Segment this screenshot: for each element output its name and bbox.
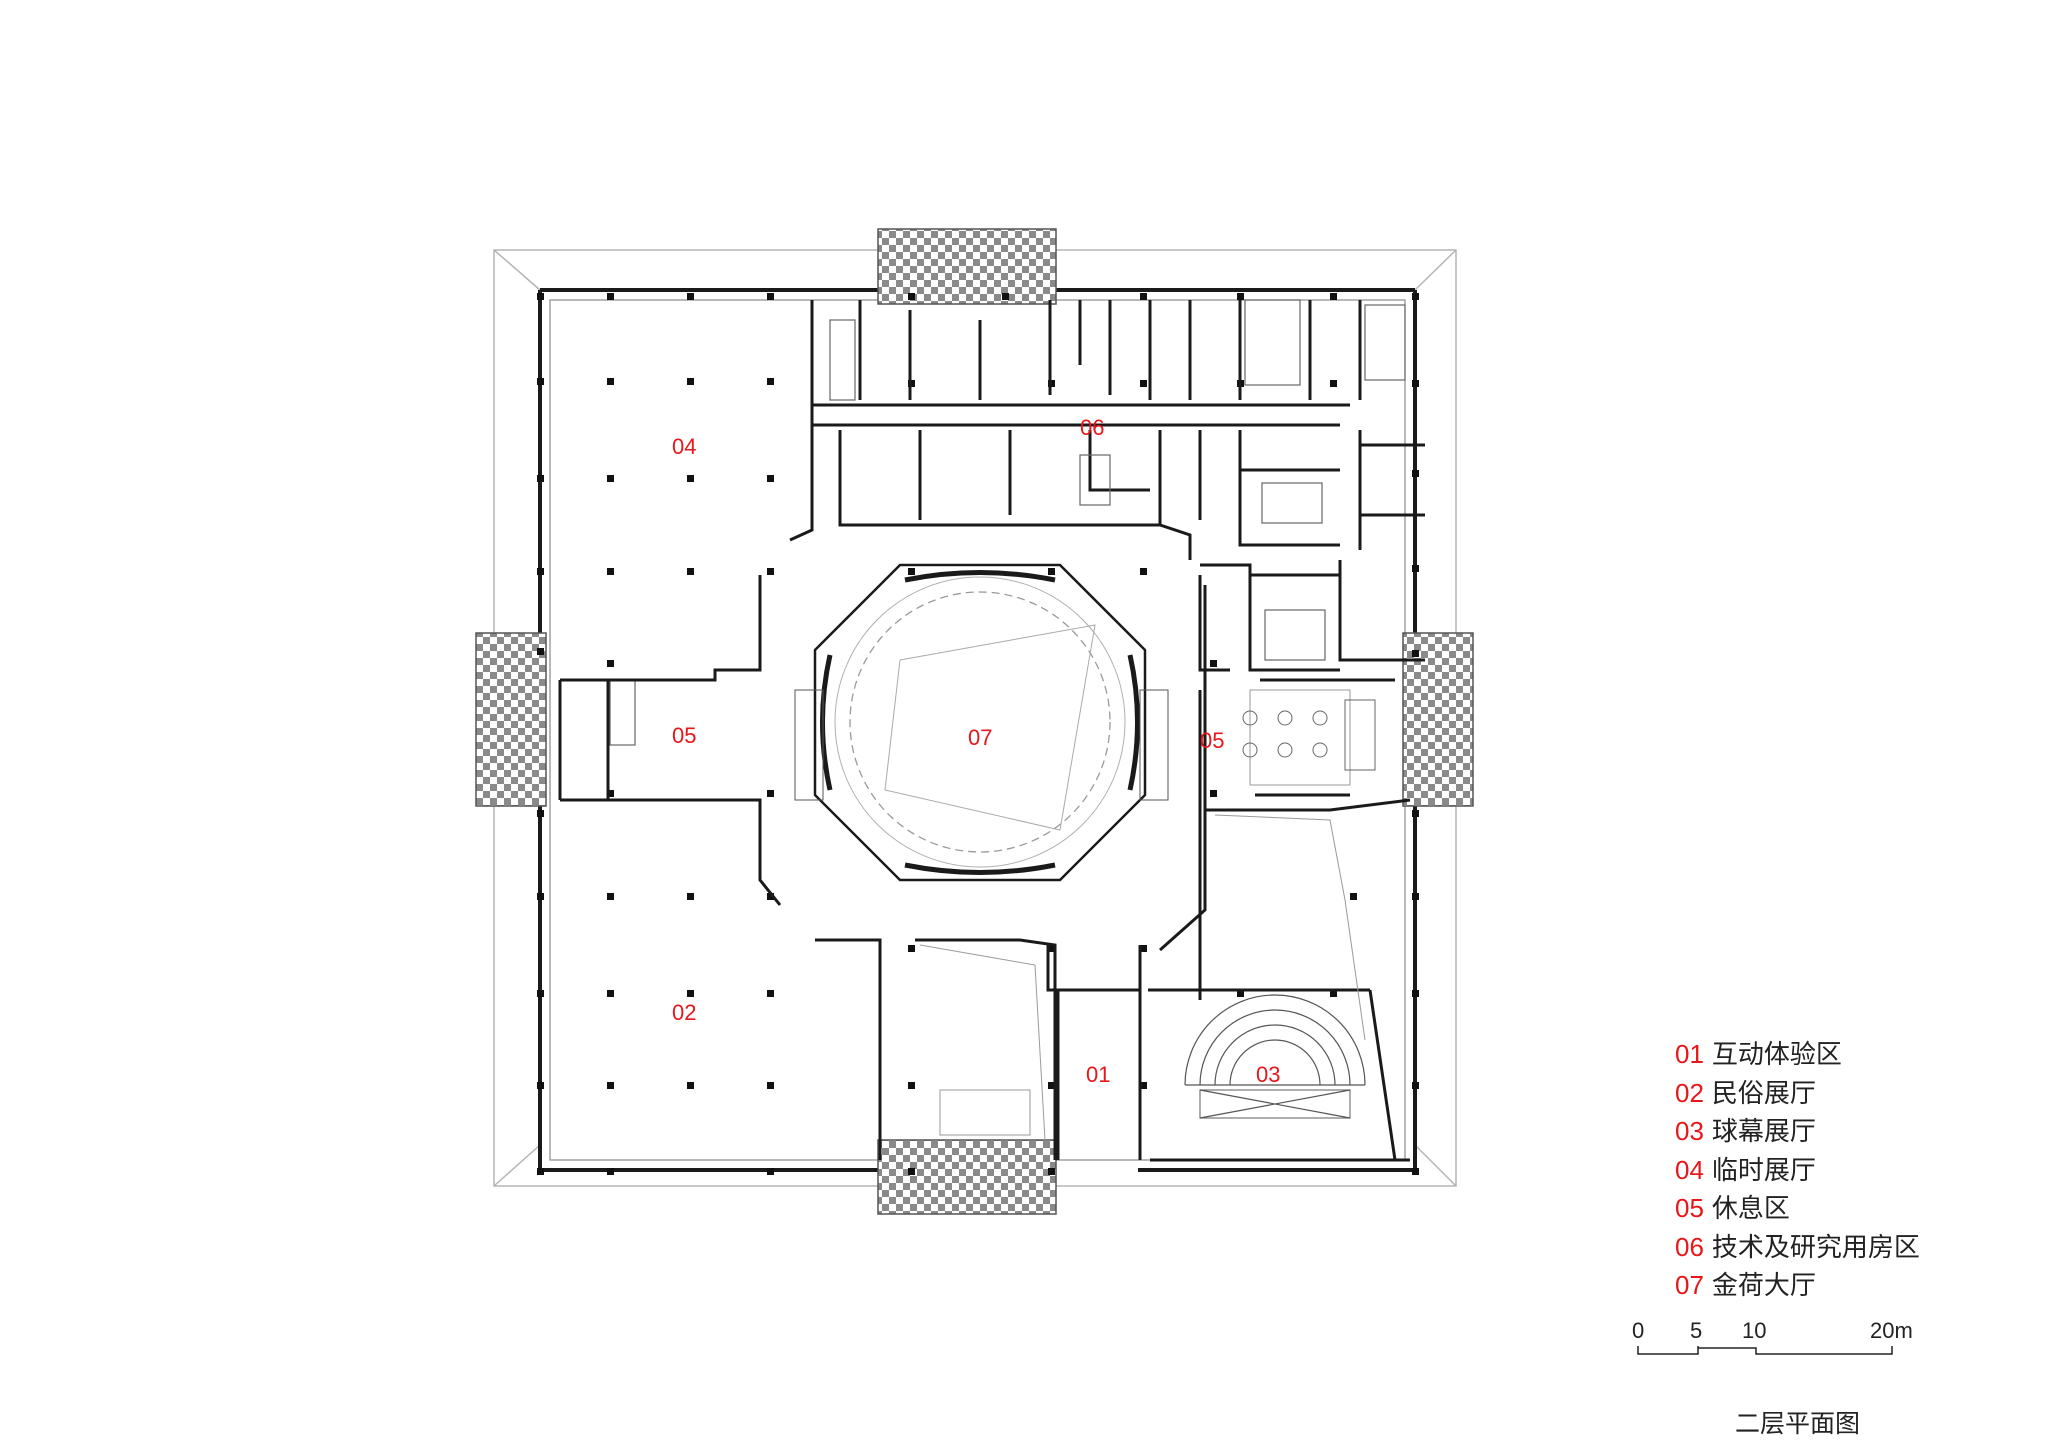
service-block-walls (789, 300, 1425, 1000)
zone-label: 05 (1200, 728, 1224, 753)
zone-label: 04 (672, 434, 696, 459)
zone-label: 01 (1086, 1062, 1110, 1087)
cafe-tables (1242, 699, 1376, 771)
scale-tick-label: 20m (1870, 1318, 1913, 1343)
zone-label: 05 (672, 723, 696, 748)
dome-theatre (1184, 994, 1366, 1119)
zone-label: 02 (672, 1000, 696, 1025)
scale-bar: 0 5 10 20m (1632, 1318, 1922, 1358)
scale-tick-label: 5 (1690, 1318, 1703, 1343)
zone-label: 03 (1256, 1062, 1280, 1087)
scale-bar-line (1637, 1346, 1893, 1355)
scale-tick-label: 0 (1632, 1318, 1645, 1343)
entrance-pavers (475, 228, 1474, 1215)
corridor-thin-lines (919, 689, 1366, 1141)
meeting-table (609, 299, 1406, 746)
central-hall (794, 563, 1169, 882)
zone-labels: 04 06 05 07 05 02 01 03 (672, 415, 1280, 1087)
scale-tick-label: 10 (1742, 1318, 1767, 1343)
zone-label: 06 (1080, 415, 1104, 440)
zone-label: 07 (968, 725, 992, 750)
outer-boundary (493, 249, 1457, 1187)
drawing-title: 二层平面图 (1735, 1409, 1861, 1438)
corridor-walls (558, 575, 1411, 1162)
